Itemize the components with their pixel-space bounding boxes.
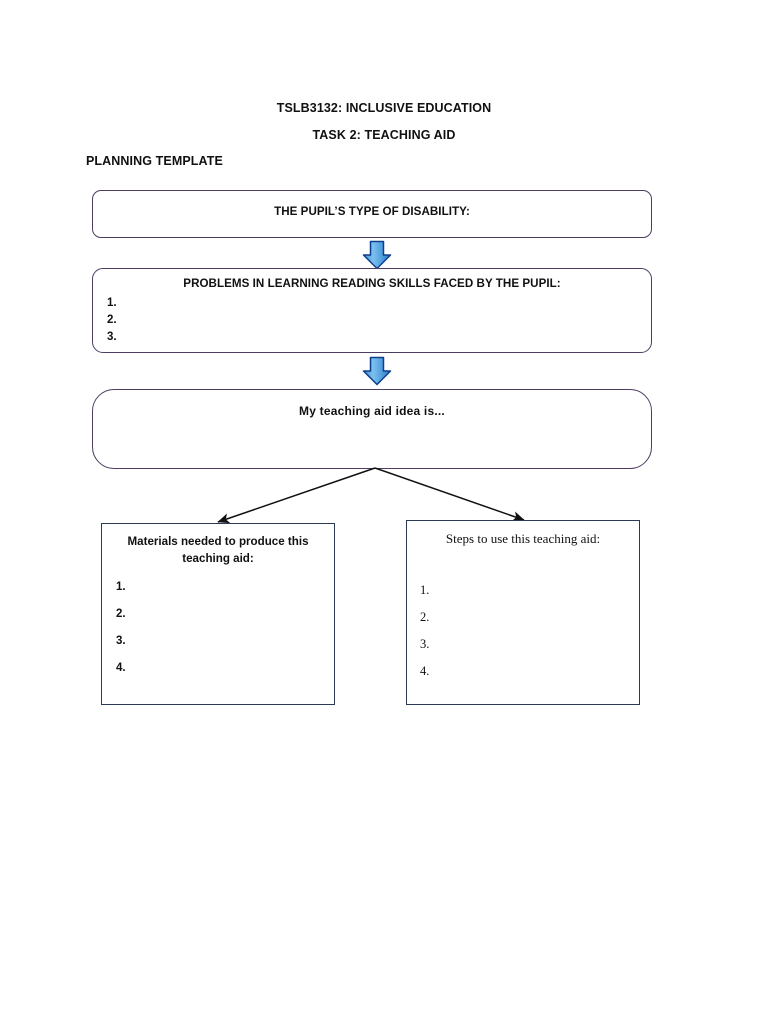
- list-item: 4.: [420, 664, 430, 678]
- steps-heading: Steps to use this teaching aid:: [445, 531, 601, 546]
- steps-box[interactable]: Steps to use this teaching aid: 1. 2. 3.…: [406, 520, 640, 705]
- list-item: 1.: [116, 581, 126, 593]
- down-arrow-icon: [361, 356, 393, 386]
- steps-list: 1. 2. 3. 4.: [420, 577, 429, 685]
- disability-type-box[interactable]: THE PUPIL’S TYPE OF DISABILITY:: [92, 190, 652, 238]
- teaching-aid-idea-heading: My teaching aid idea is...: [299, 404, 445, 418]
- materials-heading: Materials needed to produce this teachin…: [127, 535, 309, 565]
- list-item: 3.: [107, 331, 117, 343]
- list-item: 1.: [420, 583, 430, 597]
- connector-line-left: [217, 467, 376, 524]
- problems-box[interactable]: PROBLEMS IN LEARNING READING SKILLS FACE…: [92, 268, 652, 353]
- task-title: TASK 2: TEACHING AID: [312, 128, 456, 142]
- list-item: 2.: [420, 610, 430, 624]
- course-title: TSLB3132: INCLUSIVE EDUCATION: [276, 101, 492, 115]
- planning-template-label: PLANNING TEMPLATE: [86, 154, 223, 168]
- disability-type-heading: THE PUPIL’S TYPE OF DISABILITY:: [274, 205, 470, 218]
- list-item: 2.: [116, 608, 126, 620]
- problems-heading: PROBLEMS IN LEARNING READING SKILLS FACE…: [183, 277, 561, 290]
- down-arrow-icon: [361, 240, 393, 270]
- materials-box[interactable]: Materials needed to produce this teachin…: [101, 523, 335, 705]
- materials-list: 1. 2. 3. 4.: [116, 574, 126, 682]
- teaching-aid-idea-box[interactable]: My teaching aid idea is...: [92, 389, 652, 469]
- problems-list: 1. 2. 3.: [107, 295, 117, 346]
- list-item: 4.: [116, 662, 126, 674]
- list-item: 3.: [420, 637, 430, 651]
- list-item: 3.: [116, 635, 126, 647]
- list-item: 1.: [107, 297, 117, 309]
- list-item: 2.: [107, 314, 117, 326]
- connector-line-right: [374, 467, 525, 522]
